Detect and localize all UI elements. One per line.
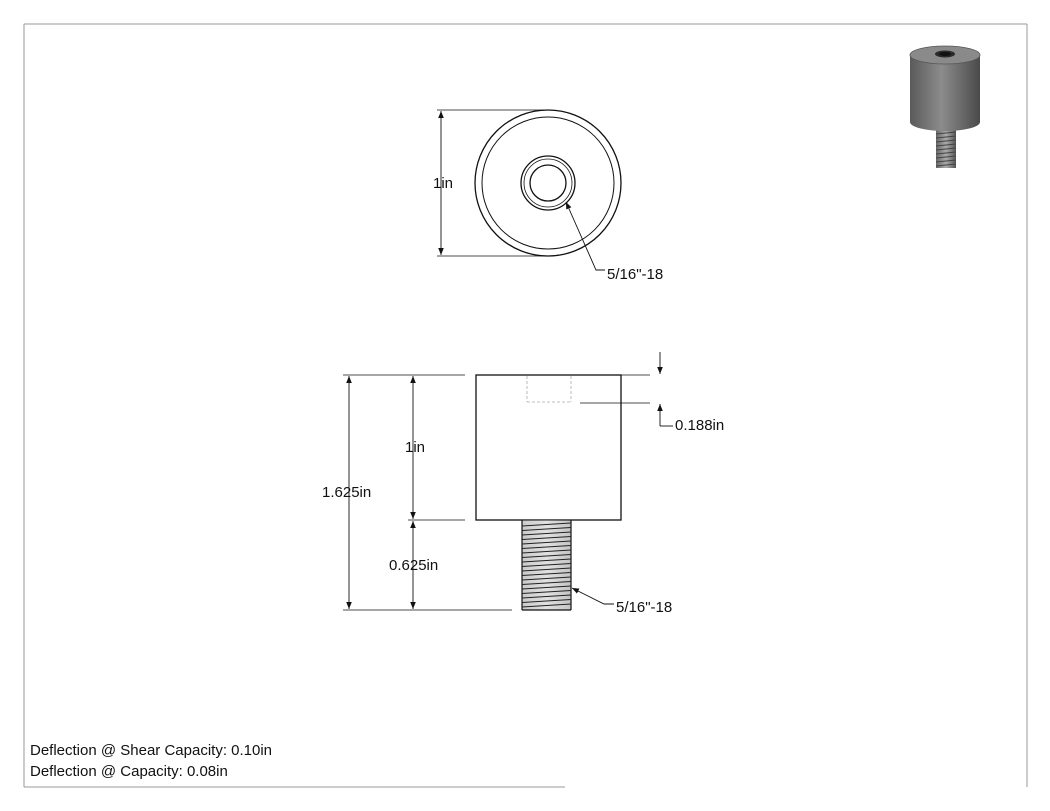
thread-line: [521, 563, 572, 567]
capacity-deflection-note: Deflection @ Capacity: 0.08in: [30, 763, 228, 780]
thumb-thread-line: [935, 143, 957, 147]
thread-line: [521, 567, 572, 572]
thumb-thread-line: [935, 159, 957, 163]
side-view: [343, 352, 673, 611]
thread-line: [521, 536, 572, 540]
top-view-hole-leader: [565, 201, 605, 271]
thread-line: [521, 599, 572, 603]
thread-line: [521, 594, 572, 599]
side-view-threaded-stud: [521, 520, 572, 611]
thread-line: [521, 540, 572, 545]
thumb-thread-line: [935, 163, 957, 167]
thread-line: [521, 585, 572, 590]
top-view-hole-outer: [520, 155, 576, 211]
thread-line: [521, 545, 572, 549]
thread-line: [521, 576, 572, 581]
thumb-thread-line: [935, 135, 957, 139]
isometric-mount-icon: [909, 45, 981, 168]
top-view-outer-circle: [474, 109, 622, 257]
thread-line: [521, 549, 572, 554]
top-view-hole-inner: [529, 164, 567, 202]
top-view: [437, 109, 622, 271]
thumb-thread-line: [935, 155, 957, 159]
side-view-stud-dim: 0.625in: [389, 557, 438, 574]
thread-line: [521, 581, 572, 585]
thumb-thread-line: [935, 147, 957, 151]
thread-line: [521, 522, 572, 527]
side-view-overall-dim: 1.625in: [322, 484, 371, 501]
side-view-body-dim: 1in: [405, 439, 425, 456]
side-view-thread-depth-dim: 0.188in: [675, 417, 724, 434]
top-view-hole-callout: 5/16"-18: [607, 266, 663, 283]
thread-line: [521, 590, 572, 594]
top-view-inner-circle: [481, 116, 615, 250]
thumb-thread-line: [935, 131, 957, 135]
thread-line: [521, 572, 572, 576]
thread-line: [521, 603, 572, 608]
thumb-thread-line: [935, 151, 957, 155]
sheet-border: [23, 23, 1028, 788]
thread-line: [521, 554, 572, 558]
side-view-stud-callout: 5/16"-18: [616, 599, 672, 616]
thread-line: [521, 527, 572, 531]
side-view-body: [475, 374, 622, 521]
thread-line: [521, 558, 572, 563]
side-view-hidden-hole: [526, 376, 572, 403]
top-view-hole-mid: [523, 158, 573, 208]
deflection-notes: Deflection @ Shear Capacity: 0.10in Defl…: [30, 740, 272, 782]
side-view-stud-leader: [571, 587, 614, 605]
thumb-thread-line: [935, 139, 957, 143]
shear-deflection-note: Deflection @ Shear Capacity: 0.10in: [30, 742, 273, 759]
thread-line: [521, 531, 572, 536]
top-view-height-dim: 1in: [433, 175, 453, 192]
